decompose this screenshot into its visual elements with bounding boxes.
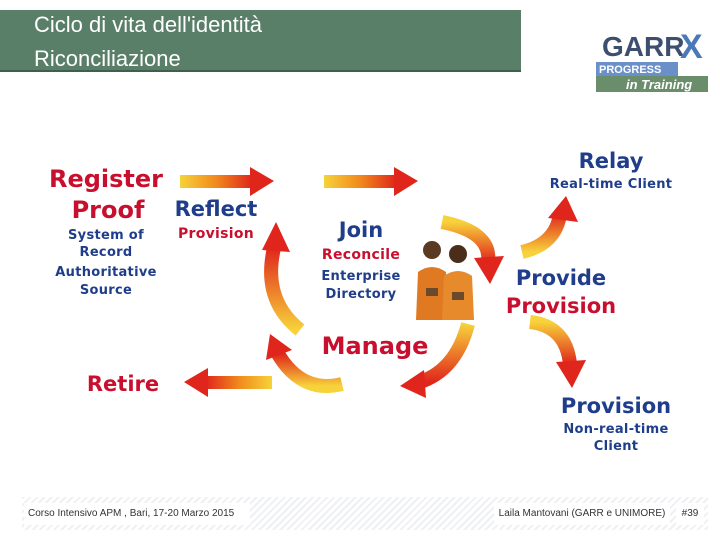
label-authoritative: Authoritative (55, 265, 157, 280)
label-proof: Proof (71, 196, 145, 224)
label-provision: Provision (560, 394, 672, 418)
label-relay: Relay (578, 149, 644, 173)
logo-brand: GARR (602, 31, 684, 62)
label-realtime-client: Real-time Client (549, 177, 673, 192)
label-register: Register (48, 165, 164, 193)
label-enterprise: Enterprise (321, 269, 401, 284)
garr-progress-logo: GARR X PROGRESS in Training (596, 28, 708, 92)
arrow-manage-to-reflect (264, 246, 305, 336)
label-directory: Directory (325, 287, 397, 302)
footer-author: Laila Mantovani (GARR e UNIMORE) (494, 503, 670, 525)
arrow-to-join (324, 167, 418, 196)
arrow-provide-to-relay (520, 212, 567, 259)
arrow-join-to-provide (440, 215, 496, 263)
logo-line1: PROGRESS (599, 64, 661, 76)
slide-title-bar: Ciclo di vita dell'identità Riconciliazi… (0, 10, 521, 72)
label-manage: Manage (321, 332, 429, 360)
arrow-register-to-reflect (180, 167, 274, 196)
arrow-manage-to-retire (271, 350, 344, 393)
label-reconcile: Reconcile (321, 247, 401, 263)
label-retire: Retire (86, 372, 160, 396)
logo-brand-x: X (680, 28, 703, 66)
footer-page-number: #39 (676, 503, 704, 525)
arrow-provide-to-provision (528, 315, 577, 366)
label-record: Record (79, 245, 133, 260)
label-reflect: Reflect (174, 197, 258, 221)
label-provide-provision: Provision (505, 294, 617, 318)
slide-title-line1: Ciclo di vita dell'identità (34, 12, 262, 37)
label-provide: Provide (515, 266, 607, 290)
label-client: Client (593, 439, 639, 454)
arrow-to-retire (184, 368, 272, 397)
label-join: Join (338, 218, 384, 242)
label-source: Source (79, 283, 133, 298)
label-reflect-provision: Provision (177, 226, 255, 242)
arrow-provide-to-manage (417, 322, 475, 389)
slide-title-line2: Riconciliazione (34, 46, 181, 71)
label-system-of: System of (68, 228, 144, 243)
logo-line2: in Training (626, 77, 692, 92)
label-non-realtime: Non-real-time (563, 422, 669, 437)
footer-course-info: Corso Intensivo APM , Bari, 17-20 Marzo … (24, 503, 250, 525)
people-illustration (416, 241, 474, 320)
